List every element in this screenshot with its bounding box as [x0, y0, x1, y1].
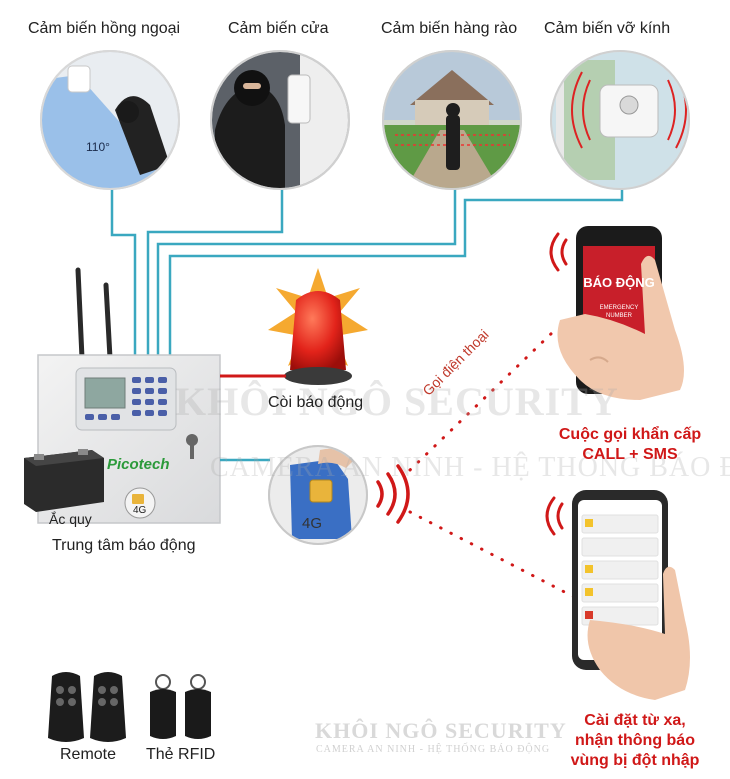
panel-sim-badge: 4G — [133, 505, 147, 516]
watermark-brand: KHÔI NGÔ SECURITY — [175, 379, 619, 424]
battery-graphic — [24, 449, 104, 512]
door-sensor-label: Cảm biến cửa — [228, 20, 329, 37]
rfid-label: Thẻ RFID — [146, 746, 216, 763]
sim-card-graphic — [220, 445, 410, 545]
phone-call-graphic — [549, 226, 684, 400]
app-caption-line1: Cài đặt từ xa, — [584, 712, 686, 729]
siren-graphic — [220, 268, 368, 385]
rfid-tags-graphic — [150, 674, 211, 739]
notification-links — [408, 328, 582, 602]
siren-label: Còi báo động — [268, 394, 364, 411]
fence-sensor-label: Cảm biến hàng rào — [381, 20, 518, 37]
panel-brand: Picotech — [107, 456, 170, 473]
watermark-tagline: CAMERA AN NINH - HỆ THỐNG BÁO ĐỘNG — [210, 452, 730, 483]
remote-label: Remote — [60, 746, 117, 763]
control-panel-graphic — [37, 267, 221, 524]
wire-glass — [168, 188, 624, 358]
call-caption-line2: CALL + SMS — [582, 446, 678, 463]
wire-infrared — [110, 188, 137, 358]
glass-sensor-label: Cảm biến vỡ kính — [544, 20, 671, 37]
sim-card-label: 4G — [302, 515, 323, 532]
fence-sensor-photo — [382, 50, 522, 190]
app-caption-line2: nhận thông báo — [575, 732, 695, 749]
call-caption-line1: Cuộc gọi khẩn cấp — [558, 426, 702, 443]
call-screen-subtitle: EMERGENCY NUMBER — [599, 305, 639, 319]
wire-door — [146, 188, 284, 358]
remote-controls-graphic — [48, 672, 126, 742]
wire-fence — [156, 188, 457, 358]
infrared-sensor-label: Cảm biến hồng ngoại — [28, 20, 181, 37]
infrared-angle-badge: 110° — [86, 140, 110, 154]
infrared-sensor-photo — [40, 50, 180, 190]
app-caption: Cài đặt từ xa, nhận thông báo vùng bị độ… — [545, 711, 725, 771]
call-caption: Cuộc gọi khẩn cấp CALL + SMS — [540, 425, 720, 465]
call-screen-title: BÁO ĐỘNG — [583, 275, 655, 290]
sensor-wires — [110, 188, 624, 358]
app-caption-line3: vùng bị đột nhập — [570, 752, 700, 769]
battery-label: Ắc quy — [49, 511, 92, 527]
control-panel-label: Trung tâm báo động — [52, 537, 196, 554]
glass-break-sensor-photo — [550, 50, 690, 190]
watermark-brand-bottom: KHÔI NGÔ SECURITY — [315, 718, 567, 743]
door-sensor-photo — [210, 50, 350, 190]
phone-app-graphic — [545, 490, 690, 700]
watermark-tagline-bottom: CAMERA AN NINH - HỆ THỐNG BÁO ĐỘNG — [316, 744, 551, 755]
